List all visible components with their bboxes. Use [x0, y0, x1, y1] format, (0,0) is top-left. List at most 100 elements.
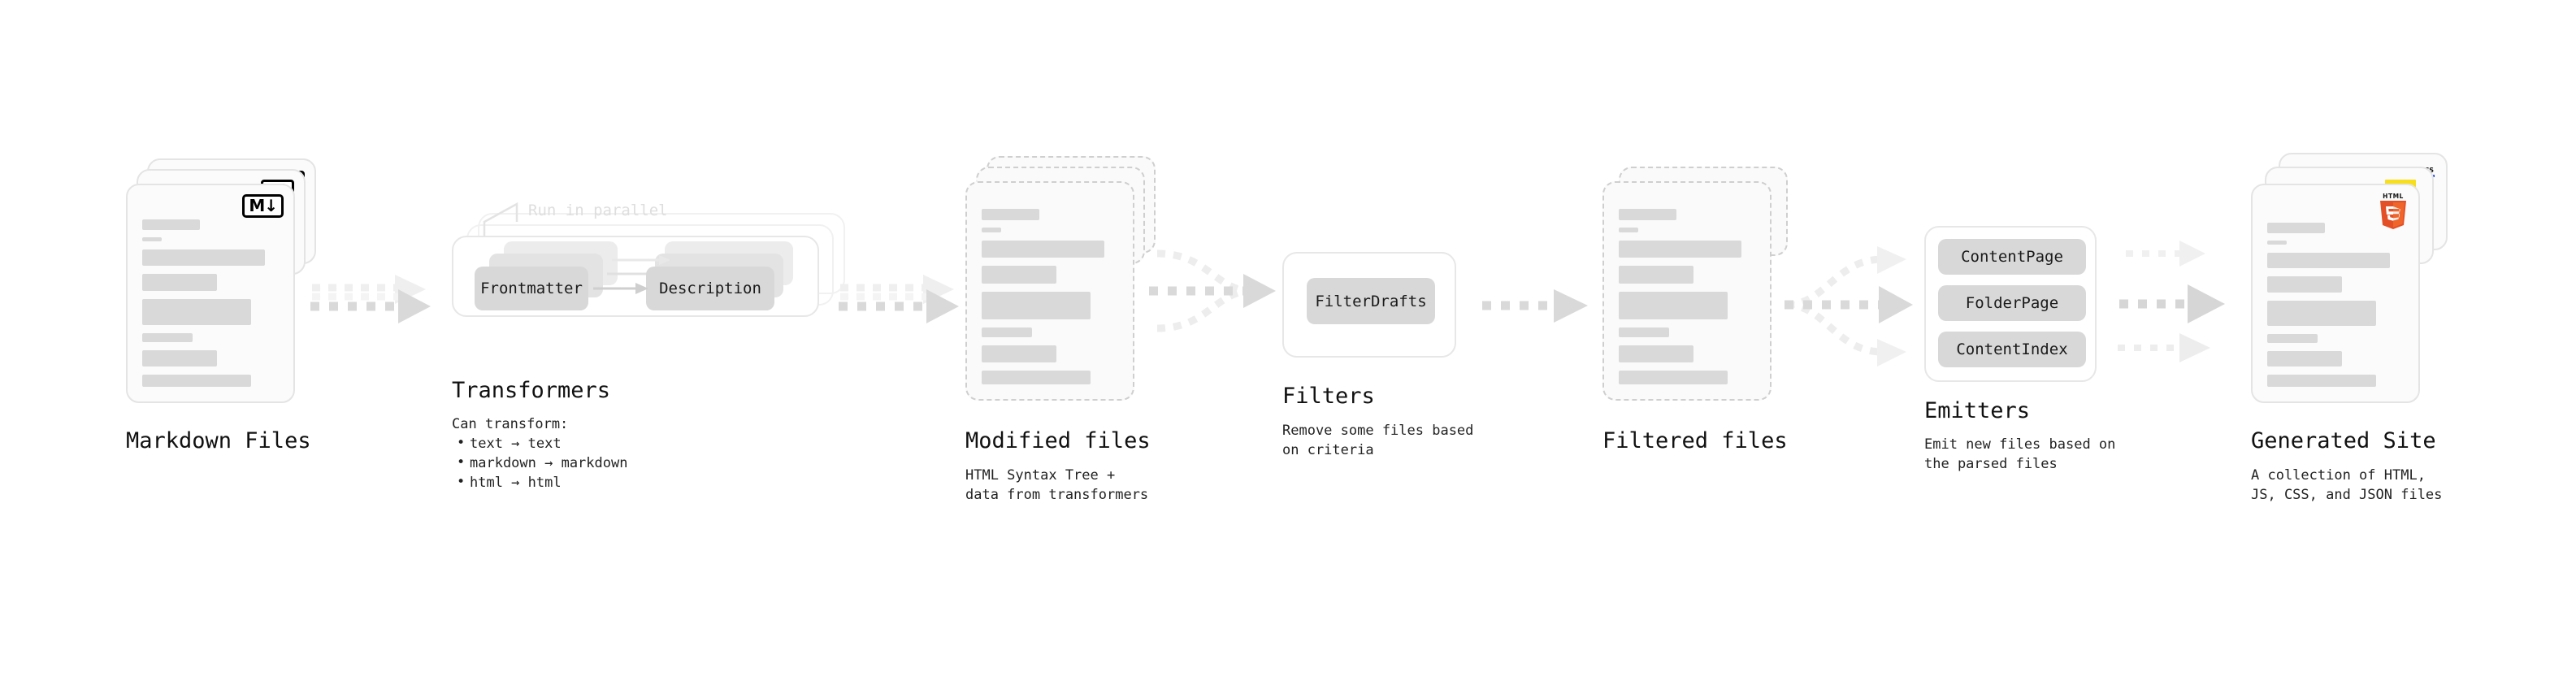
inner-arrow-head-ghost-2 — [659, 255, 670, 265]
stage-label-filtered-files: Filtered files — [1602, 428, 1788, 453]
modified-files-card-front — [965, 181, 1134, 401]
arrow-head-main — [1243, 274, 1276, 308]
content-bar — [1619, 345, 1694, 363]
transformers-bullet: html → html — [457, 472, 627, 492]
content-bar — [2267, 375, 2377, 387]
content-bar — [142, 249, 266, 267]
stage-description-generated-site: A collection of HTML, JS, CSS, and JSON … — [2251, 466, 2442, 505]
leader-line — [483, 202, 518, 236]
arrow-branch-top — [1785, 255, 1881, 309]
content-bar — [142, 298, 252, 325]
content-bar — [982, 240, 1105, 258]
emitters-group: ContentPage FolderPage ContentIndex — [1924, 226, 2097, 382]
content-bar — [1619, 209, 1676, 221]
flow-arrow-filters-to-filtered — [1479, 286, 1601, 327]
generated-site-desc-line: A collection of HTML, — [2251, 467, 2426, 484]
stage-description-transformers: Can transform: text → text markdown → ma… — [452, 414, 627, 492]
stage-label-emitters: Emitters — [1924, 398, 2031, 423]
content-bar — [142, 349, 218, 367]
arrow-head-main — [926, 289, 959, 323]
content-bar — [142, 374, 252, 388]
content-bar — [982, 345, 1057, 363]
run-in-parallel-leader — [483, 197, 556, 242]
html5-badge: HTML — [2379, 193, 2407, 229]
stage-markdown-files: M↓ M↓ M↓ — [126, 158, 316, 403]
stage-generated-site: CSS HTML — [2251, 153, 2448, 403]
transformer-chip-frontmatter[interactable]: Frontmatter — [475, 267, 588, 310]
content-bar — [2267, 300, 2377, 327]
filtered-files-card-stack — [1602, 167, 1789, 402]
inner-arrow-head — [635, 283, 648, 294]
filters-desc-line: Remove some files based — [1282, 423, 1474, 439]
content-bar — [1619, 371, 1728, 384]
stage-description-modified-files: HTML Syntax Tree + data from transformer… — [965, 466, 1148, 505]
content-bar — [982, 209, 1039, 221]
stage-label-modified-files: Modified files — [965, 428, 1151, 453]
arrow-head-main — [398, 289, 431, 323]
modified-files-card-stack — [965, 156, 1156, 401]
flow-arrow-modified-to-filters — [1147, 244, 1286, 349]
arrow-head-mid — [2188, 284, 2225, 323]
content-bar — [982, 371, 1091, 384]
flow-arrow-markdown-to-transformers — [307, 270, 437, 335]
content-bar — [982, 228, 1001, 232]
markdown-files-card-content — [128, 185, 293, 401]
content-bar — [1619, 327, 1670, 338]
arrow-head-main — [1879, 286, 1913, 323]
content-bar — [142, 332, 193, 342]
content-bar — [142, 274, 218, 291]
run-in-parallel-label: Run in parallel — [528, 202, 668, 219]
content-bar — [2267, 240, 2287, 245]
flow-arrow-emitters-to-site — [2116, 234, 2246, 380]
html5-glyph-left — [2386, 206, 2393, 221]
filtered-files-card-content — [1604, 183, 1770, 399]
transformer-chip-description[interactable]: Description — [646, 267, 774, 310]
content-bar — [142, 237, 162, 242]
generated-site-card-front: HTML — [2251, 184, 2420, 403]
transformer-inner-arrow — [593, 281, 658, 302]
modified-files-desc-line: HTML Syntax Tree + — [965, 467, 1116, 484]
arrow-branch-bottom — [1156, 287, 1247, 332]
arrow-head-bottom — [1877, 339, 1906, 367]
arrow-head-bottom — [2179, 333, 2210, 362]
generated-site-desc-line: JS, CSS, and JSON files — [2251, 487, 2443, 503]
emitter-chip-contentindex[interactable]: ContentIndex — [1938, 332, 2086, 367]
content-bar — [142, 219, 200, 231]
content-bar — [982, 327, 1033, 338]
markdown-badge: M↓ — [242, 193, 284, 218]
html5-badge-wordmark: HTML — [2383, 193, 2404, 200]
content-bar — [982, 266, 1057, 284]
html5-glyph-right — [2393, 206, 2400, 221]
filter-chip-filterdrafts[interactable]: FilterDrafts — [1307, 278, 1435, 324]
emitters-desc-line: Emit new files based on — [1924, 436, 2116, 453]
filtered-files-card-front — [1602, 181, 1772, 401]
stage-description-emitters: Emit new files based on the parsed files — [1924, 435, 2115, 474]
content-bar — [2267, 252, 2391, 269]
markdown-files-card-stack: M↓ M↓ M↓ — [126, 158, 316, 403]
content-bar — [1619, 266, 1694, 284]
arrow-head-top — [2179, 241, 2205, 267]
content-bar — [1619, 240, 1742, 258]
emitter-chip-folderpage[interactable]: FolderPage — [1938, 285, 2086, 321]
filters-group: FilterDrafts — [1282, 252, 1456, 358]
modified-files-card-content — [967, 183, 1133, 399]
stage-modified-files — [965, 156, 1156, 401]
emitters-desc-line: the parsed files — [1924, 456, 2058, 472]
arrow-branch-bottom — [1785, 301, 1881, 356]
transformers-bullet: markdown → markdown — [457, 453, 628, 473]
stage-description-filters: Remove some files based on criteria — [1282, 421, 1473, 460]
arrow-branch-top — [1156, 249, 1247, 295]
arrow-head-main — [1554, 289, 1588, 323]
modified-files-desc-line: data from transformers — [965, 487, 1149, 503]
content-bar — [2267, 334, 2318, 343]
emitter-chip-contentpage[interactable]: ContentPage — [1938, 239, 2086, 275]
stage-label-filters: Filters — [1282, 384, 1375, 409]
flow-arrow-transformers-to-modified — [835, 270, 965, 335]
content-bar — [2267, 276, 2343, 293]
stage-label-markdown-files: Markdown Files — [126, 428, 311, 453]
generated-site-card-content — [2253, 185, 2418, 401]
transformers-bullet-list: text → text markdown → markdown html → h… — [452, 433, 628, 492]
content-bar — [1619, 228, 1638, 232]
stage-label-generated-site: Generated Site — [2251, 428, 2436, 453]
